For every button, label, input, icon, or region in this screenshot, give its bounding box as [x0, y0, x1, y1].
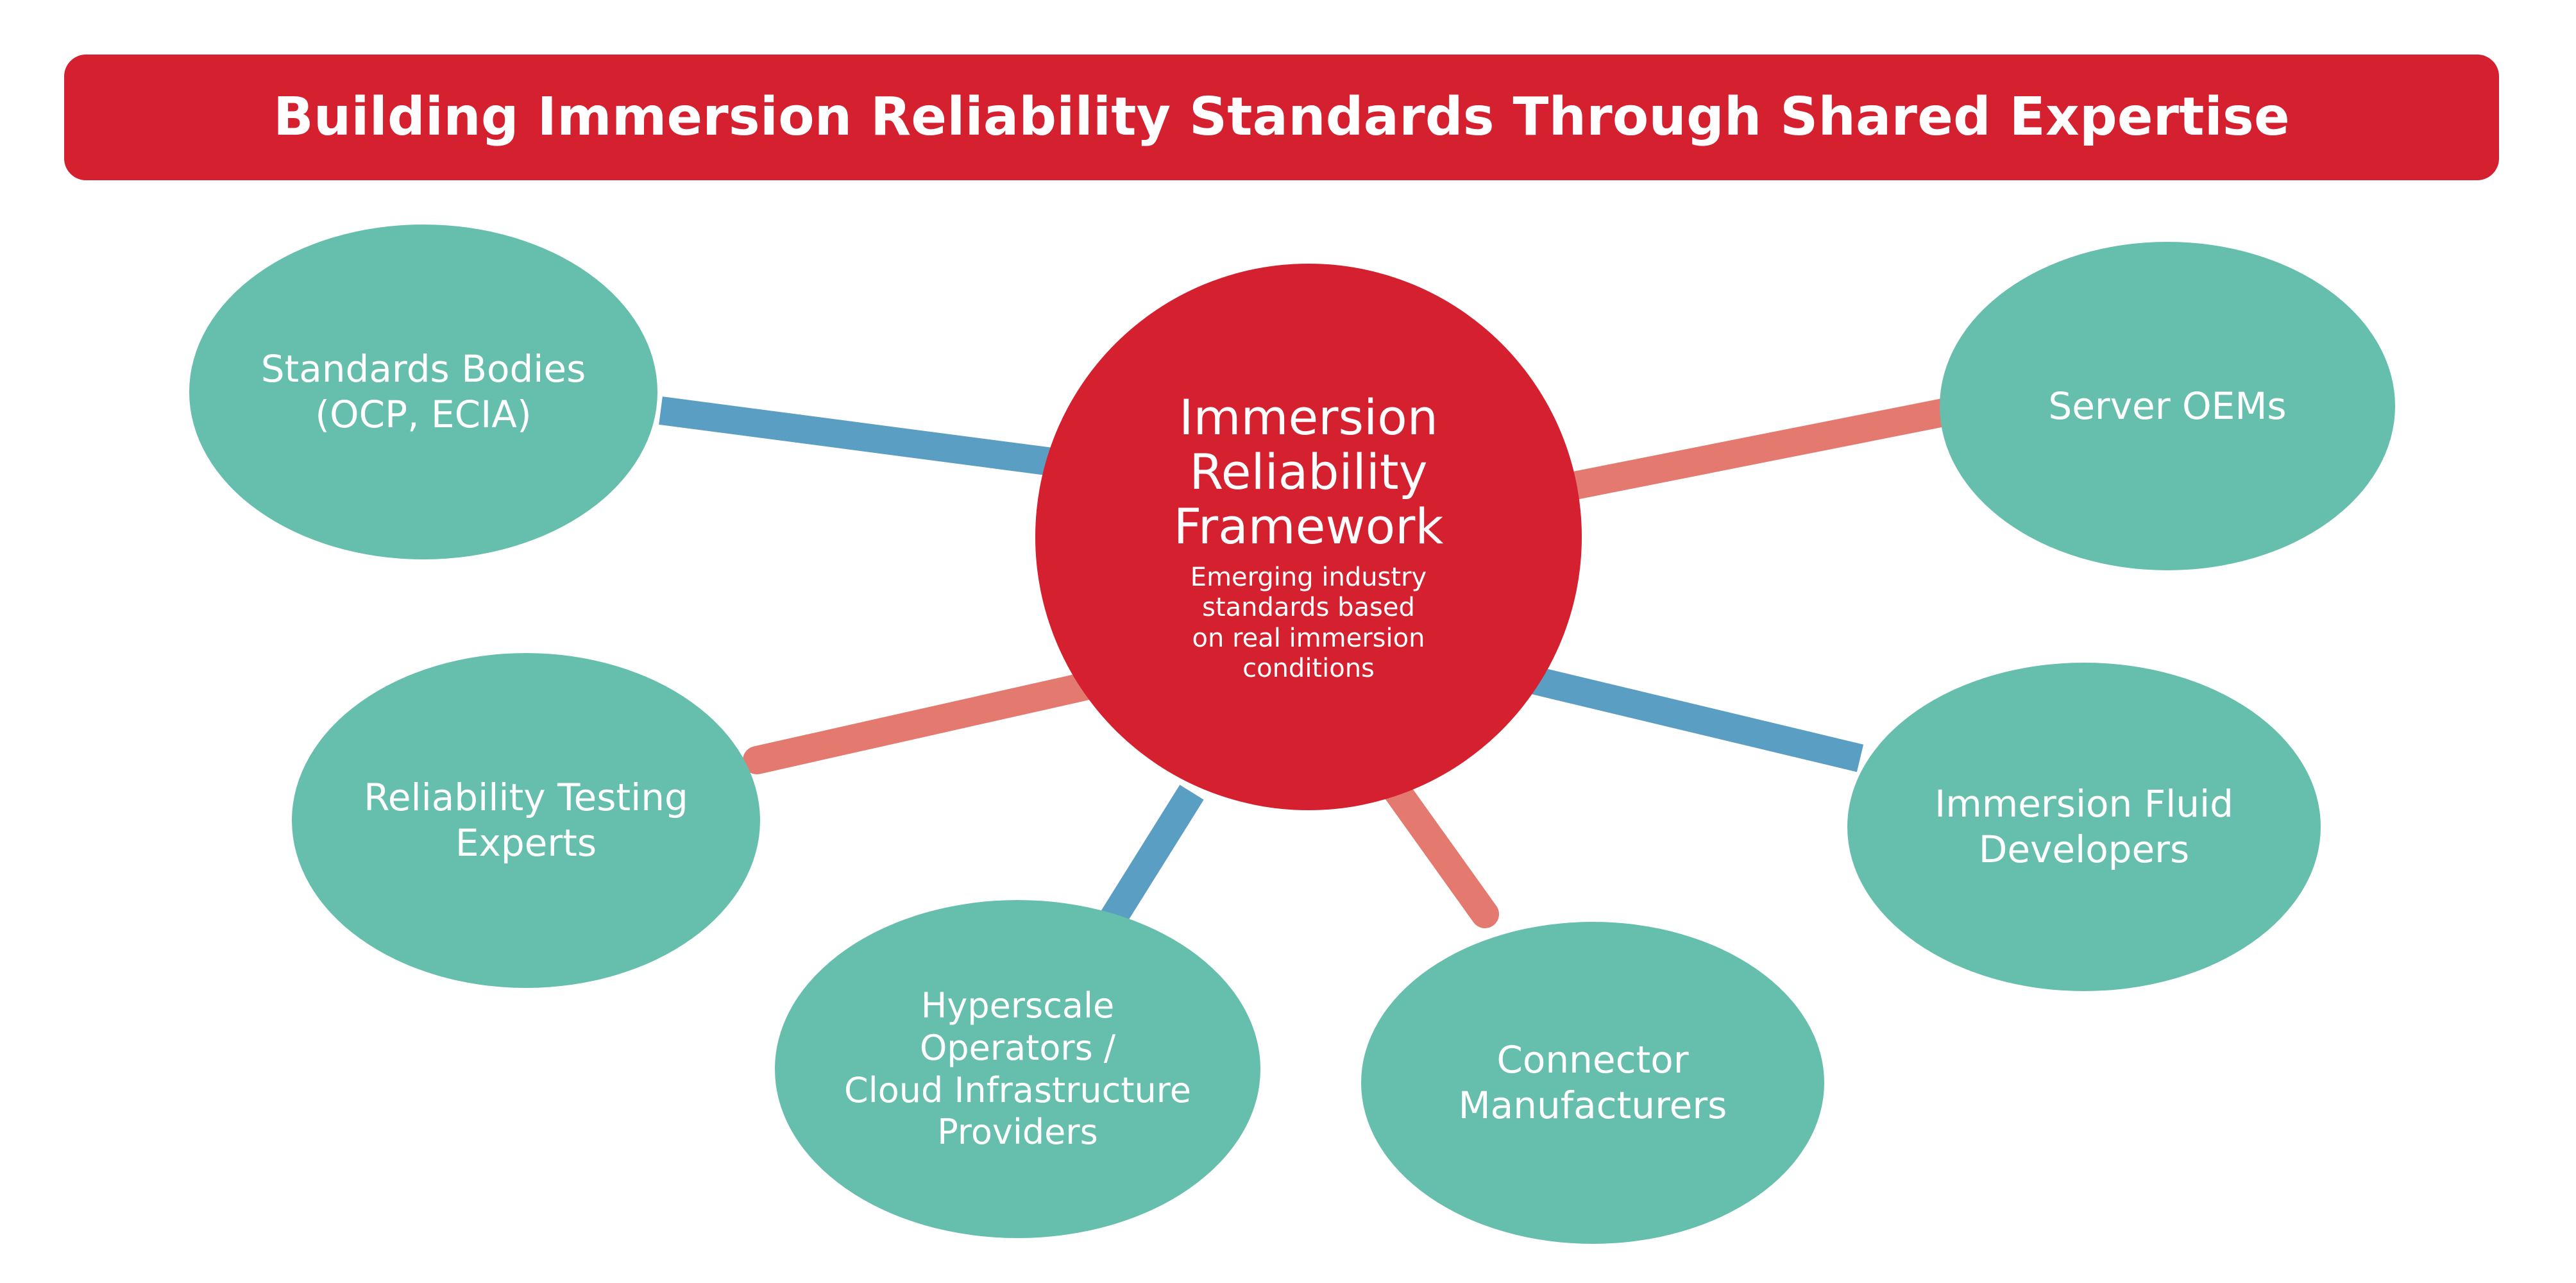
link-hub-server-oems — [1551, 398, 1961, 502]
link-hub-connector-mfrs — [1382, 776, 1499, 928]
node-label-reliability-testing-experts: Reliability Testing Experts — [364, 776, 688, 865]
page-title: Building Immersion Reliability Standards… — [273, 86, 2290, 148]
node-label-server-oems: Server OEMs — [2048, 384, 2287, 428]
node-hyperscale-operators[interactable]: Hyperscale Operators / Cloud Infrastruct… — [775, 900, 1260, 1238]
link-hub-reliability-testing — [743, 671, 1105, 774]
node-reliability-testing-experts[interactable]: Reliability Testing Experts — [292, 653, 760, 988]
node-label-standards-bodies: Standards Bodies (OCP, ECIA) — [260, 347, 586, 436]
title-banner: Building Immersion Reliability Standards… — [64, 55, 2499, 180]
link-hub-hyperscale — [1099, 785, 1204, 928]
link-hub-fluid-developers — [1529, 666, 1864, 772]
node-server-oems[interactable]: Server OEMs — [1940, 242, 2395, 570]
hub-immersion-reliability-framework[interactable]: Immersion Reliability Framework Emerging… — [1035, 264, 1582, 810]
node-standards-bodies[interactable]: Standards Bodies (OCP, ECIA) — [189, 225, 657, 559]
link-hub-standards-bodies — [659, 396, 1054, 476]
node-connector-manufacturers[interactable]: Connector Manufacturers — [1361, 922, 1824, 1244]
node-label-hyperscale-operators: Hyperscale Operators / Cloud Infrastruct… — [844, 985, 1191, 1153]
node-immersion-fluid-developers[interactable]: Immersion Fluid Developers — [1847, 663, 2321, 991]
hub-subtitle: Emerging industry standards based on rea… — [1190, 563, 1427, 683]
node-label-connector-manufacturers: Connector Manufacturers — [1458, 1038, 1727, 1127]
node-label-immersion-fluid-developers: Immersion Fluid Developers — [1935, 782, 2233, 871]
hub-title: Immersion Reliability Framework — [1173, 388, 1444, 556]
